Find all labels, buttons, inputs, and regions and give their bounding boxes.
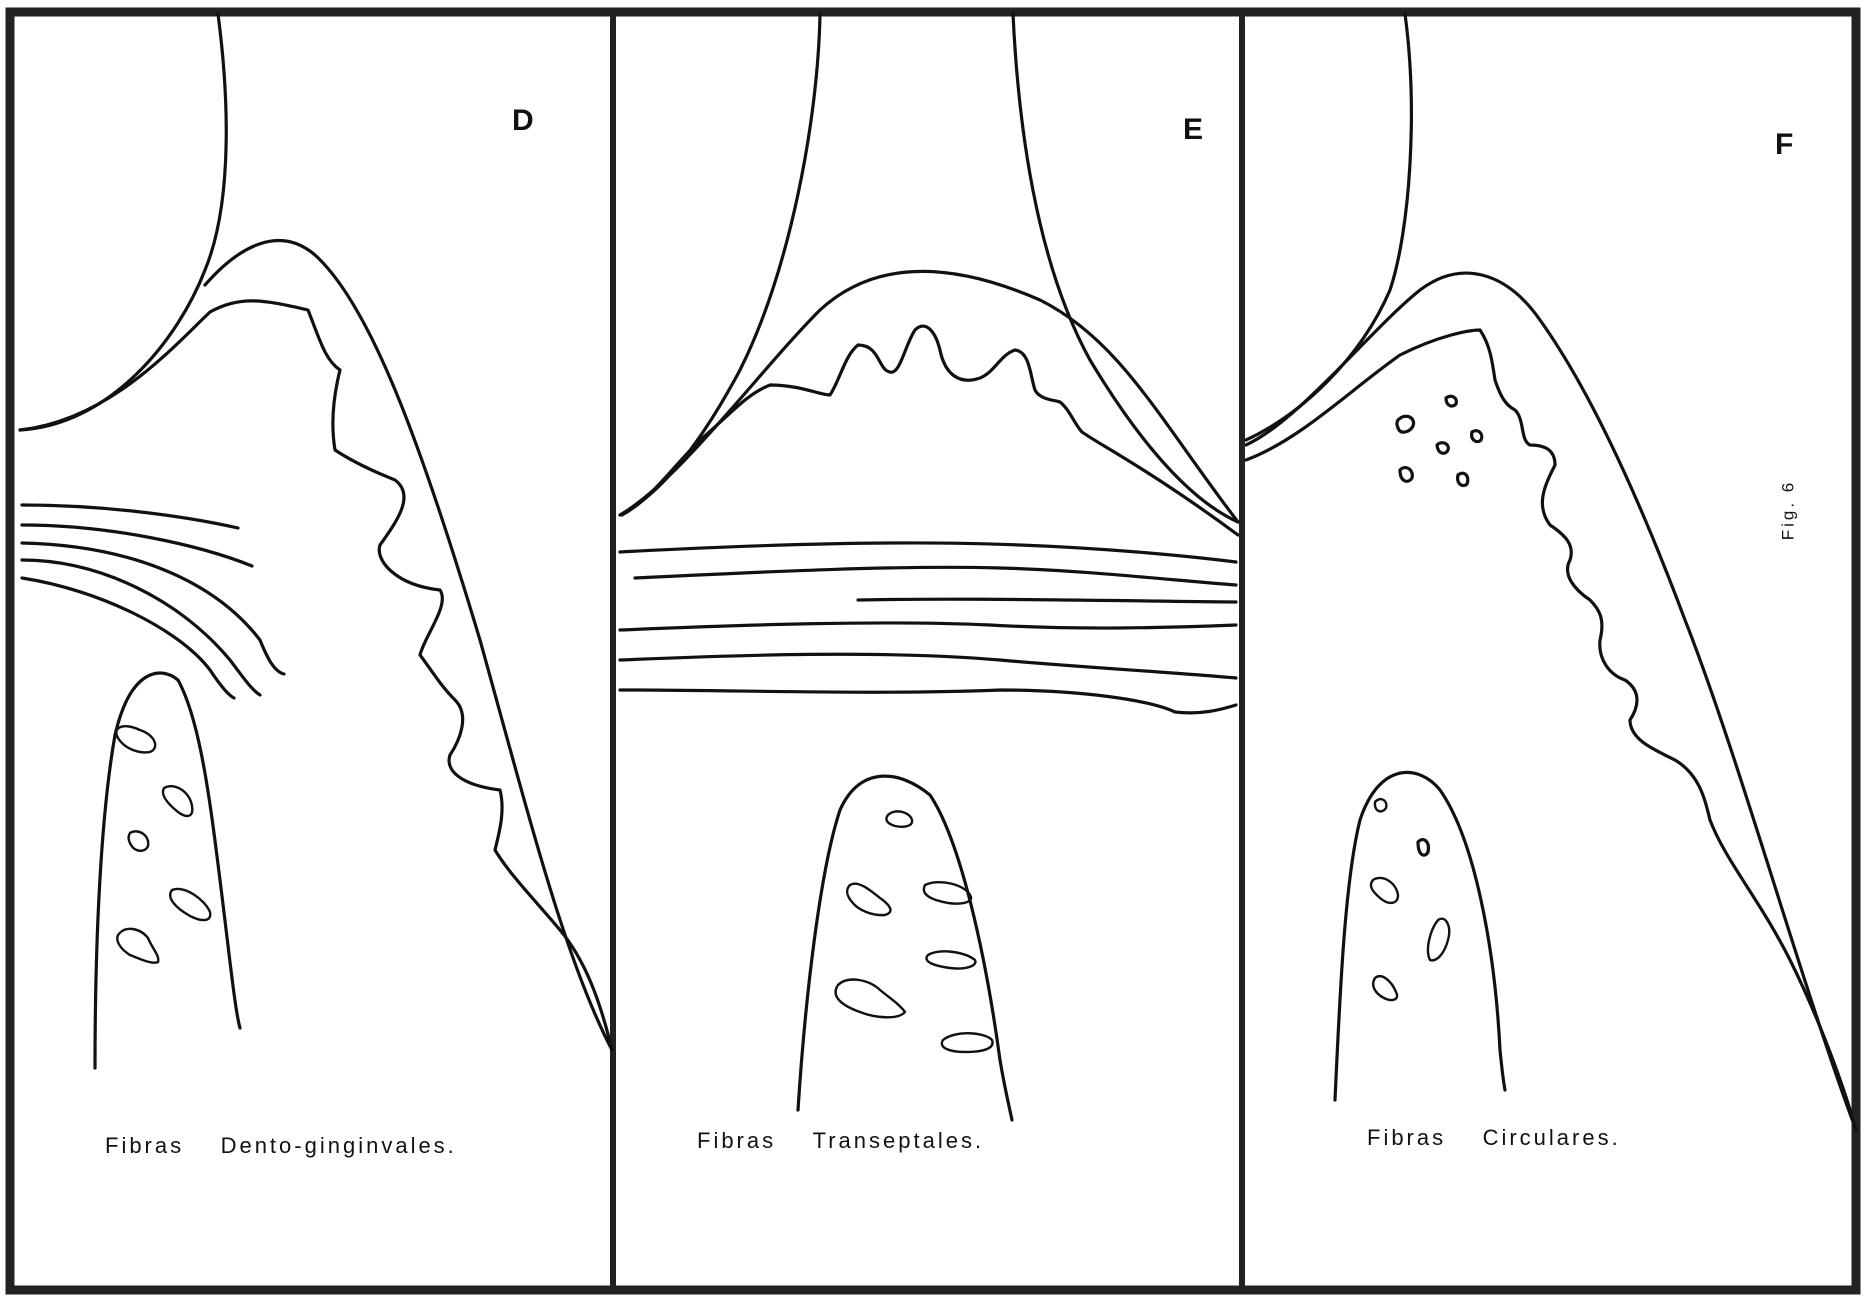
figure-label: Fig. 6 xyxy=(1778,480,1798,541)
panel-f-caption-word1: Fibras xyxy=(1367,1125,1446,1151)
panel-e-fibers xyxy=(620,543,1236,713)
panel-e-bone-spaces xyxy=(836,811,993,1052)
panel-f-bone-spaces xyxy=(1371,799,1449,1000)
panel-f-caption-word2: Circulares. xyxy=(1483,1125,1621,1151)
panel-d-epithelium-inner xyxy=(20,301,612,1050)
panel-f-letter: F xyxy=(1775,128,1793,162)
panel-e-tooth-left xyxy=(620,14,820,515)
panel-f-drawing xyxy=(1246,14,1856,1130)
panel-f-caption: Fibras Circulares. xyxy=(1367,1125,1621,1151)
panel-d-caption-word1: Fibras xyxy=(105,1133,184,1159)
panel-f-tooth-outline xyxy=(1246,14,1411,440)
panel-f-bone-spaces-upper xyxy=(1397,396,1482,485)
panel-f-epithelium-inner xyxy=(1246,330,1856,1130)
panel-d-caption: Fibras Dento-ginginvales. xyxy=(105,1133,457,1159)
outer-frame xyxy=(10,12,1856,1290)
panel-d-letter: D xyxy=(512,104,534,138)
panel-e-gingiva-outer xyxy=(620,271,1238,522)
panel-e-epithelium-inner xyxy=(622,326,1238,535)
panel-e-drawing xyxy=(620,14,1238,1120)
panel-e-caption-word2: Transeptales. xyxy=(813,1128,984,1154)
panel-d-caption-word2: Dento-ginginvales. xyxy=(221,1133,457,1159)
panel-d-bone-spaces xyxy=(116,726,210,962)
panel-d-drawing xyxy=(20,14,612,1068)
panel-e-tooth-right xyxy=(1013,14,1238,522)
panel-e-caption: Fibras Transeptales. xyxy=(697,1128,984,1154)
panel-d-gingiva-outer xyxy=(205,241,612,1050)
panel-e-letter: E xyxy=(1183,113,1203,147)
panel-d-fibers xyxy=(22,505,284,698)
panel-f-bone-septum xyxy=(1335,772,1505,1100)
panel-e-caption-word1: Fibras xyxy=(697,1128,776,1154)
panel-d-tooth-outline xyxy=(20,14,226,430)
